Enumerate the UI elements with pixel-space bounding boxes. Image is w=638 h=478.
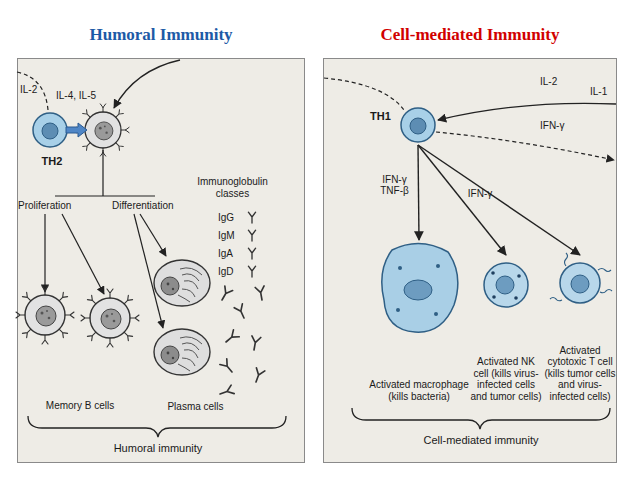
cytokine-label: IFN-γ xyxy=(540,120,564,132)
cytokine-label: IFN-γ TNF-β xyxy=(374,173,416,196)
class-heading: Immunoglobulin classes xyxy=(190,176,275,200)
bracket-label: Cell-mediated immunity xyxy=(421,434,541,446)
cell-label: Activated NK cell (kills virus-infected … xyxy=(470,356,542,402)
immunity-panel: Humoral ImmunityTH2Memory B cellsPlasma … xyxy=(17,58,305,463)
cytokine-label: IL-2 xyxy=(20,84,37,96)
nk-cell: Activated NK cell (kills virus-infected … xyxy=(470,255,542,402)
process-label: Differentiation xyxy=(112,200,174,212)
antibody-class: IgM xyxy=(218,230,235,242)
activation-arrow xyxy=(418,145,419,240)
macrophage-cell: Activated macrophage (kills bacteria) xyxy=(368,240,470,402)
memory-b-cells: Memory B cells xyxy=(20,285,140,411)
cytokine-label: IFN-γ xyxy=(468,188,492,200)
panel-heading: Cell-mediated Immunity xyxy=(304,25,636,45)
panel-heading: Humoral Immunity xyxy=(0,25,324,45)
cell-label: Memory B cells xyxy=(20,400,140,412)
bracket-label: Humoral immunity xyxy=(98,442,218,454)
cell-label: Activated cytotoxic T cell (kills tumor … xyxy=(544,345,616,403)
cell-label: TH1 xyxy=(366,105,470,122)
cytokine-label: IL-1 xyxy=(590,86,607,98)
activation-arrow xyxy=(418,145,506,255)
cytokine-label: IL-4, IL-5 xyxy=(56,90,96,102)
process-label: Proliferation xyxy=(18,200,71,212)
cytotoxic-t-cell: Activated cytotoxic T cell (kills tumor … xyxy=(544,255,616,402)
immunity-panel: Cell-mediated ImmunityTH1Activated macro… xyxy=(323,58,617,463)
th2-cell: TH2 xyxy=(28,105,76,167)
cytokine-label: IL-2 xyxy=(540,76,557,88)
cell-label: TH2 xyxy=(28,156,76,168)
th1-cell: TH1 xyxy=(366,105,470,145)
antibody-class: IgD xyxy=(218,266,234,278)
antibody-class: IgG xyxy=(218,212,234,224)
antibody-class: IgA xyxy=(218,248,233,260)
cell-label: Activated macrophage (kills bacteria) xyxy=(368,379,470,402)
cell-label: Plasma cells xyxy=(148,401,243,413)
activation-arrow xyxy=(418,145,580,255)
